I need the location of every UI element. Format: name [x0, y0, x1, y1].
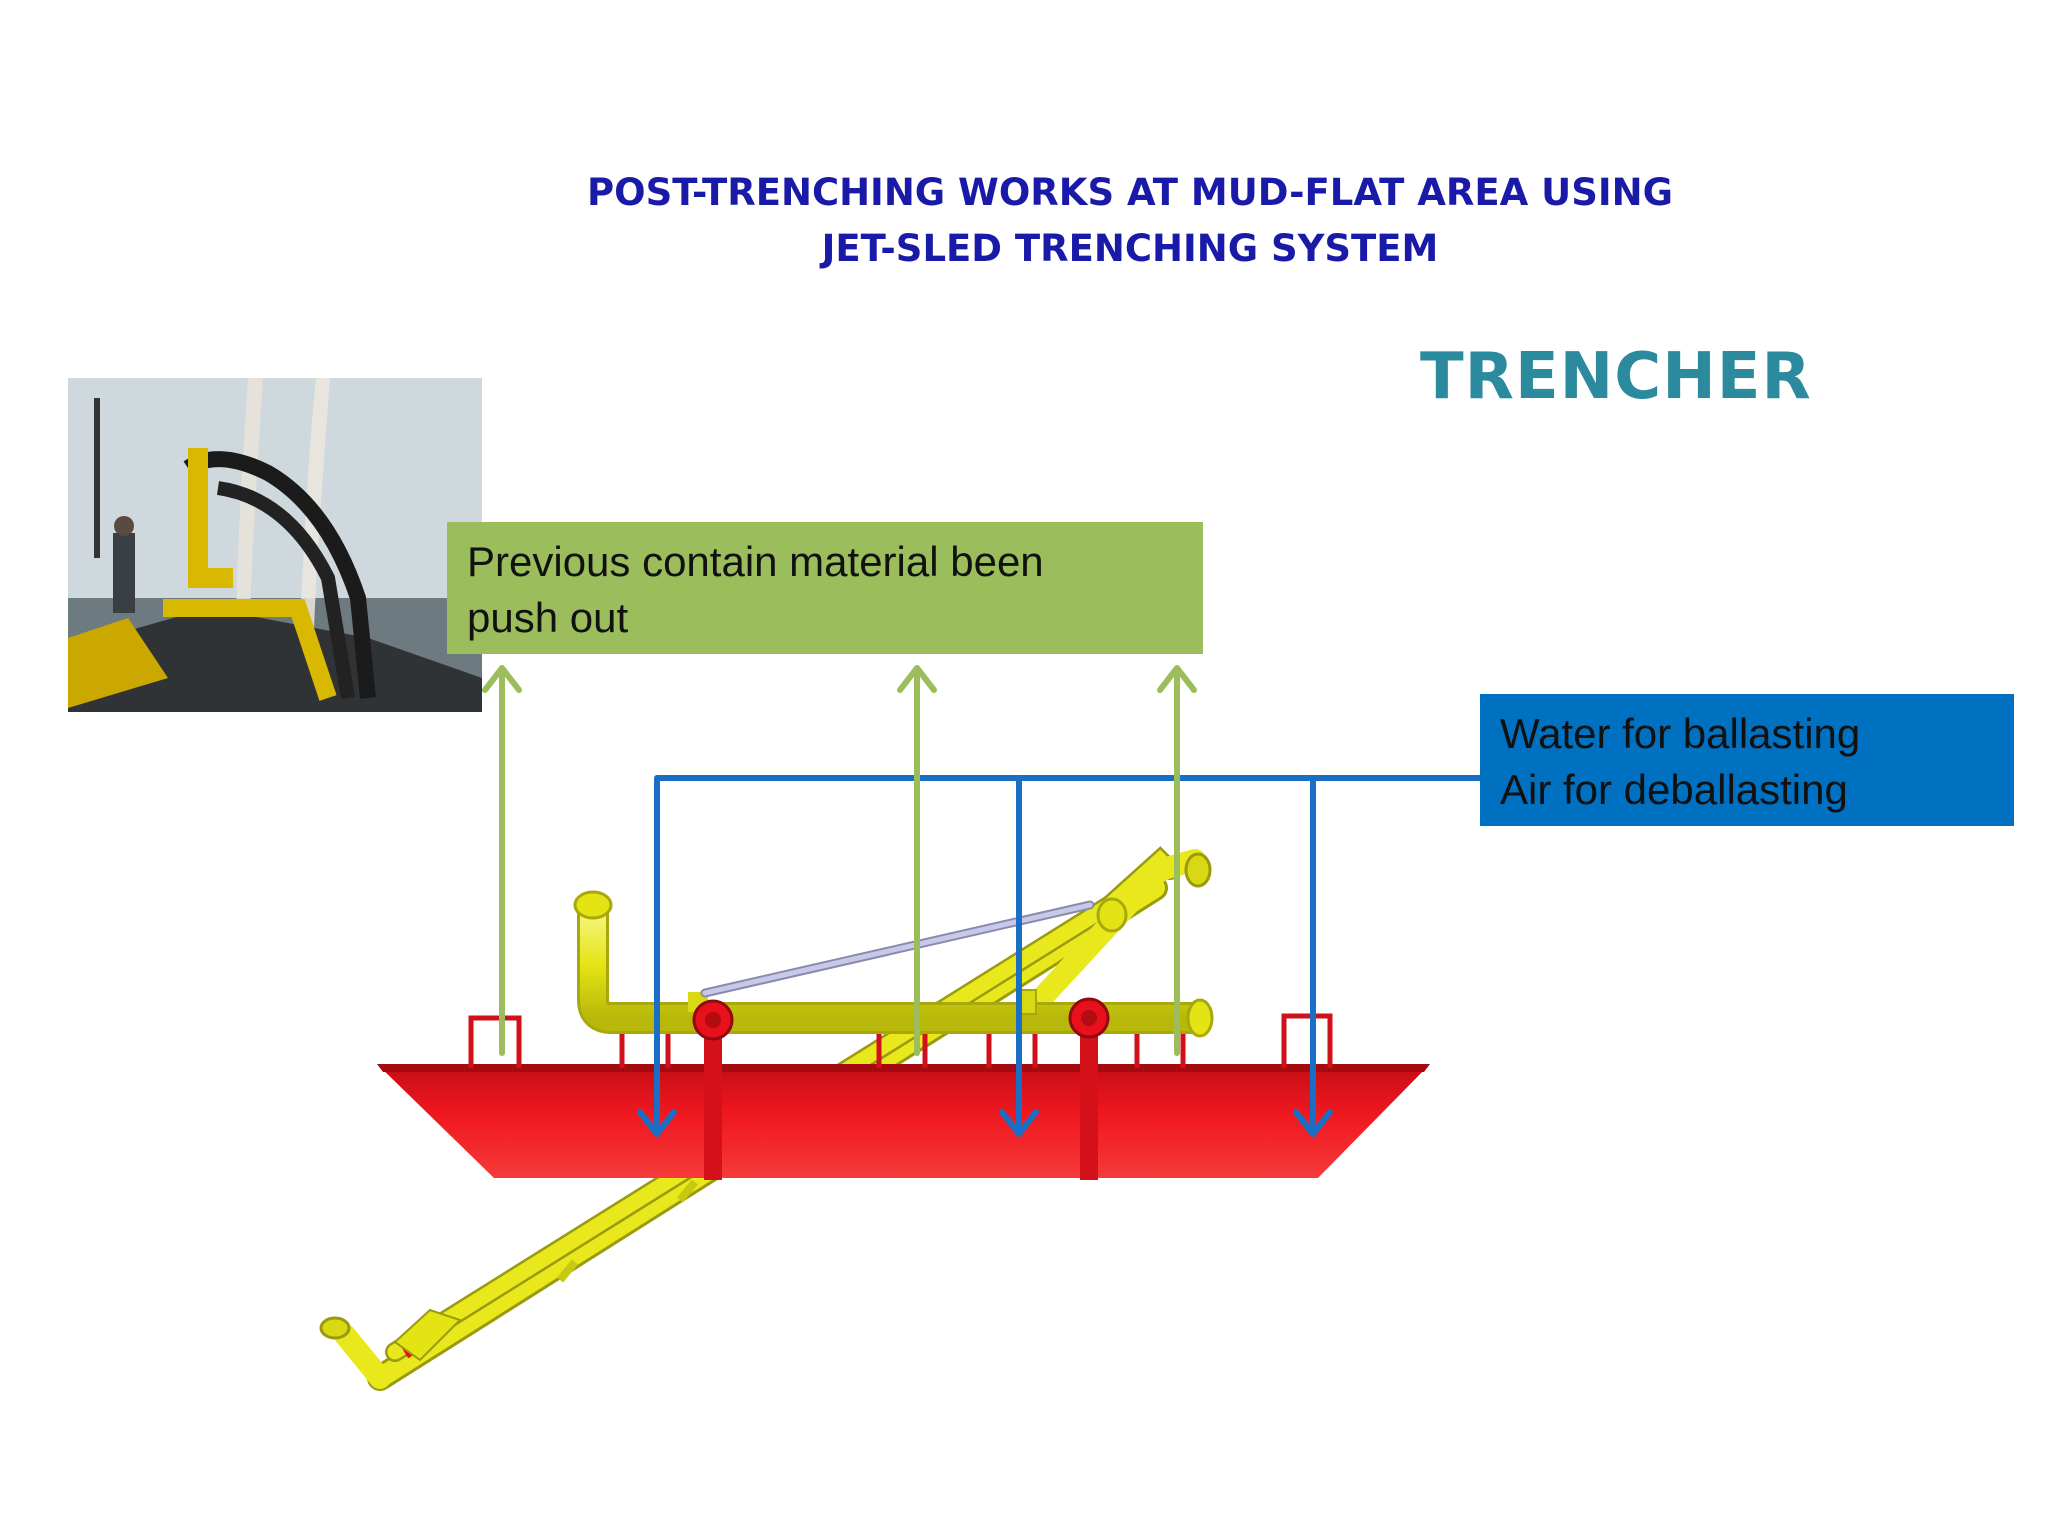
- title-line-1: POST-TRENCHING WORKS AT MUD-FLAT AREA US…: [587, 171, 1673, 214]
- page-title: POST-TRENCHING WORKS AT MUD-FLAT AREA US…: [560, 165, 1700, 277]
- header-pipe: [573, 890, 1214, 1041]
- outflow-label: Previous contain material been push out: [447, 522, 1203, 654]
- title-line-2: JET-SLED TRENCHING SYSTEM: [821, 227, 1439, 270]
- inflow-label: Water for ballasting Air for deballastin…: [1480, 694, 2014, 826]
- site-photo: [68, 378, 482, 712]
- outflow-label-line-1: Previous contain material been: [467, 538, 1044, 585]
- section-heading: TRENCHER: [1420, 340, 1812, 414]
- ballast-lines: [637, 775, 1483, 1137]
- outflow-arrows: [482, 665, 1197, 1056]
- outflow-label-line-2: push out: [467, 594, 629, 641]
- inflow-label-line-2: Air for deballasting: [1500, 766, 1848, 813]
- inflow-label-line-1: Water for ballasting: [1500, 710, 1861, 757]
- stay-rod: [700, 897, 1128, 998]
